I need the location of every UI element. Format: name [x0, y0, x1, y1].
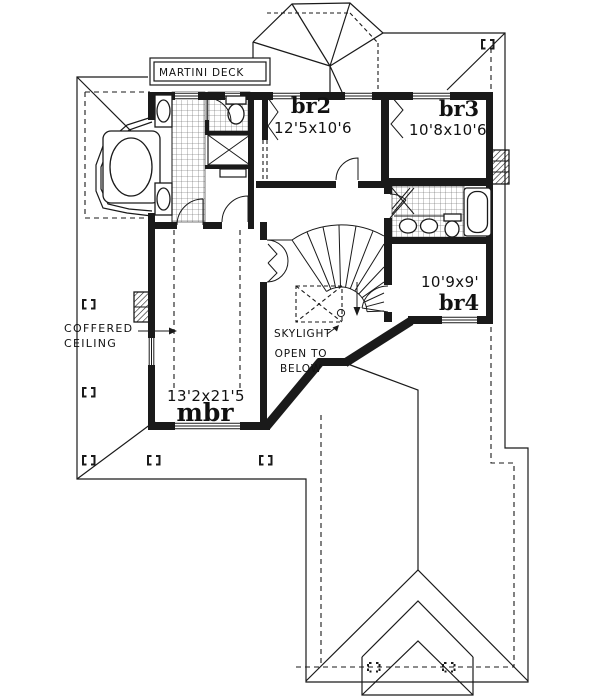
mbr-closet-door [221, 195, 249, 223]
window [345, 92, 372, 100]
stair-down-arrow [353, 282, 361, 316]
roof-outline [76, 32, 529, 696]
doors [176, 95, 407, 313]
br2-door [335, 157, 359, 181]
mbr-double-door [266, 239, 289, 283]
shower [207, 134, 251, 166]
room-label-br4: br4 [439, 290, 479, 315]
skylight-label: SKYLIGHT [274, 328, 331, 340]
room-label-br3: br3 [439, 96, 479, 121]
coffered-ceiling-dashes [138, 230, 241, 392]
curved-staircase [267, 224, 385, 318]
window [148, 338, 155, 365]
vanity-sinks [394, 215, 444, 234]
open-to-below-label-1: OPEN TO [275, 348, 328, 360]
wc-door [206, 97, 232, 123]
chimney [491, 149, 510, 185]
bath2 [391, 187, 492, 238]
closet-dashes [262, 140, 268, 181]
vanity-sinks [154, 92, 173, 222]
coffered-ceiling-label-1: COFFERED [64, 322, 133, 335]
room-label-mbr: mbr [176, 398, 234, 427]
window [175, 92, 198, 100]
chimneys [133, 149, 510, 323]
window [175, 422, 240, 430]
br3-closet-bifold [390, 95, 404, 139]
closet-shelf [219, 168, 247, 178]
window [273, 92, 300, 100]
coffered-ceiling-label-2: CEILING [64, 337, 117, 350]
window [442, 316, 477, 324]
room-dims-br2: 12'5x10'6 [274, 119, 352, 137]
bathtub [102, 130, 161, 204]
skylight [295, 285, 343, 335]
room-label-br2: br2 [291, 93, 331, 118]
roof-overhang-dashed [84, 48, 515, 668]
turret-roof [252, 2, 384, 93]
chimney [133, 291, 154, 323]
bathtub [463, 187, 492, 237]
window [413, 92, 450, 100]
walls [148, 92, 493, 430]
corner-shower [391, 187, 415, 215]
toilet [443, 213, 462, 238]
room-dims-br3: 10'8x10'6 [409, 121, 487, 139]
master-bath [95, 92, 251, 222]
windows [148, 92, 477, 430]
bath2-door [389, 193, 407, 219]
bath-entry-door [176, 198, 204, 226]
br2-closet-bifold [267, 97, 279, 141]
br4-door [361, 285, 389, 313]
room-dims-mbr: 13'2x21'5 [167, 387, 245, 405]
room-dims-br4: 10'9x9' [421, 273, 479, 291]
labels: br2 12'5x10'6 br3 10'8x10'6 10'9x9' br4 … [64, 93, 487, 427]
toilet [225, 95, 247, 125]
martini-deck: MARTINI DECK [149, 57, 271, 86]
open-to-below-label-2: BELOW [280, 363, 322, 375]
martini-deck-label: MARTINI DECK [159, 67, 244, 79]
